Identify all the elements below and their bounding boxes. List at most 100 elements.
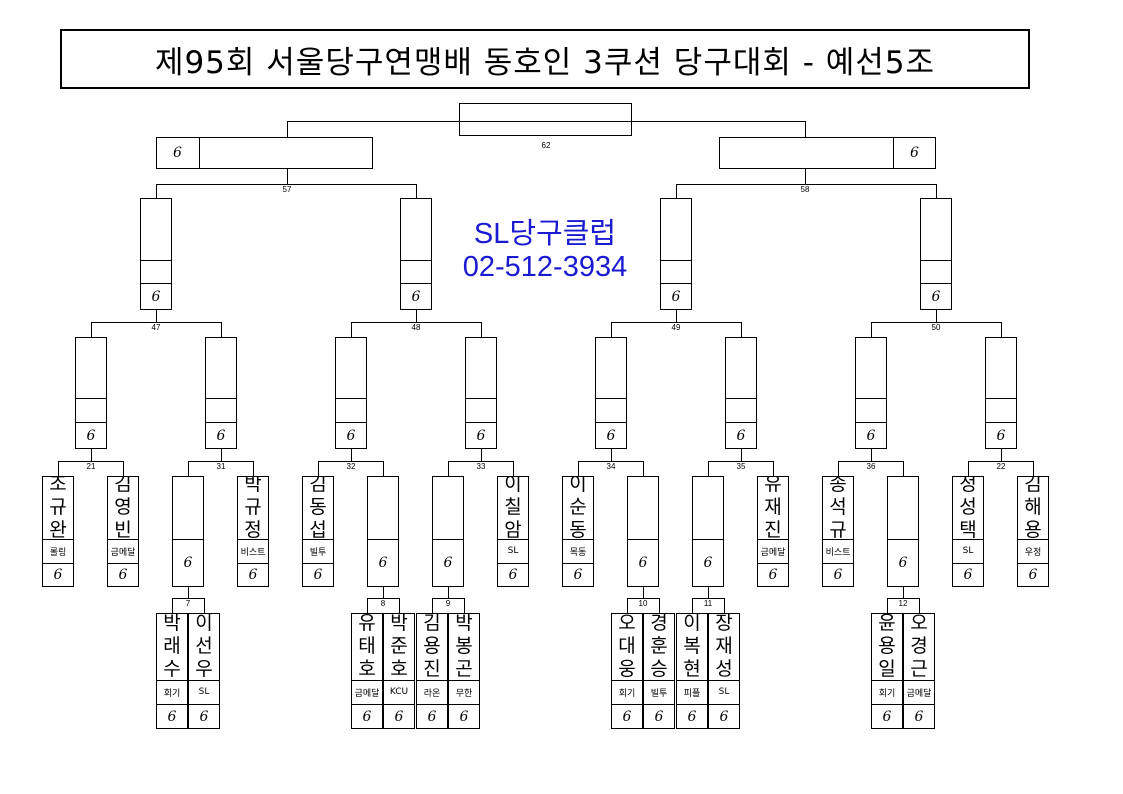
match-10-number: 10	[638, 599, 648, 608]
q1-box	[140, 198, 172, 310]
r32-10-midline	[627, 539, 659, 540]
page-title: 제95회 서울당구연맹배 동호인 3쿠션 당구대회 - 예선5조	[60, 29, 1030, 89]
bracket-47-line	[91, 322, 221, 323]
r32-14-score: 6	[898, 555, 908, 571]
bracket-58-left-drop	[676, 184, 677, 198]
bottom-1-name: 박 래 수	[163, 613, 181, 680]
r32-8-club: SL	[507, 546, 519, 556]
r16-8-div1	[985, 398, 1017, 399]
bottom-11-name: 윤 용 일	[878, 613, 896, 680]
q2-div1	[400, 260, 432, 261]
bracket-48-line	[351, 322, 481, 323]
bottom-8-name: 경 훈 승	[650, 613, 668, 680]
r32-3-midline	[172, 539, 204, 540]
r32-11-score: 6	[703, 555, 713, 571]
bracket-48-left-drop	[351, 322, 352, 337]
stem-m35	[741, 449, 742, 461]
r16-3-box	[335, 337, 367, 449]
r32-2-div2	[107, 563, 139, 564]
match-48-number: 48	[411, 323, 421, 332]
r32-13-div2	[822, 563, 854, 564]
semi-left-div	[199, 137, 200, 169]
bottom-3-score: 6	[362, 708, 372, 725]
bracket-47-right-drop	[221, 322, 222, 337]
stem-m31	[221, 449, 222, 461]
r32-4-club: 비스트	[240, 547, 266, 558]
r16-5-div1	[595, 398, 627, 399]
bottom-5-div2	[416, 704, 448, 705]
match-7-number: 7	[185, 599, 191, 608]
r32-15-box	[952, 476, 984, 587]
r32-16-div1	[1017, 539, 1049, 540]
bottom-9-box	[676, 613, 708, 729]
bracket-m31-line	[188, 461, 253, 462]
bracket-m32-left-drop	[318, 461, 319, 476]
stem-m49	[676, 310, 677, 322]
match-57-number: 57	[282, 185, 292, 194]
bottom-5-box	[416, 613, 448, 729]
bracket-m12-left-drop	[887, 598, 888, 613]
r32-14-midline	[887, 539, 919, 540]
bottom-3-club: 금메달	[354, 688, 380, 699]
r32-15-club: SL	[962, 546, 974, 556]
bracket-m22-line	[968, 461, 1033, 462]
bracket-50-left-drop	[871, 322, 872, 337]
r32-9-box	[562, 476, 594, 587]
r32-11-midline	[692, 539, 724, 540]
r32-10-score: 6	[638, 555, 648, 571]
bottom-1-box	[156, 613, 188, 729]
stem-m36	[871, 449, 872, 461]
r32-1-club: 롤링	[49, 547, 67, 558]
bottom-4-div1	[383, 680, 415, 681]
r32-2-name: 김 영 빈	[114, 476, 132, 539]
r32-12-div1	[757, 539, 789, 540]
r32-16-club: 우정	[1024, 547, 1042, 558]
q2-box	[400, 198, 432, 310]
r32-8-div1	[497, 539, 529, 540]
bracket-m35-right-drop	[773, 461, 774, 476]
bottom-8-club: 빌투	[650, 688, 668, 699]
r16-5-div2	[595, 422, 627, 423]
r32-2-score: 6	[118, 567, 128, 583]
r16-4-score: 6	[476, 427, 486, 444]
bottom-7-club: 회기	[618, 688, 636, 699]
r32-6-score: 6	[378, 555, 388, 571]
bottom-5-div1	[416, 680, 448, 681]
r32-16-box	[1017, 476, 1049, 587]
q3-div2	[660, 283, 692, 284]
bracket-58-right-drop	[936, 184, 937, 198]
bottom-6-name: 박 봉 곤	[455, 613, 473, 680]
stem-m11	[708, 587, 709, 598]
bracket-58-line	[676, 184, 936, 185]
r32-2-box	[107, 476, 139, 587]
bracket-m31-right-drop	[253, 461, 254, 476]
bottom-3-name: 유 태 호	[358, 613, 376, 680]
r32-7-score: 6	[443, 555, 453, 571]
bottom-9-club: 피플	[683, 688, 701, 699]
bottom-8-box	[643, 613, 675, 729]
bottom-2-club: SL	[198, 687, 210, 697]
bracket-m21-left-drop	[58, 461, 59, 476]
r32-7-name	[432, 476, 464, 539]
bottom-2-score: 6	[199, 708, 209, 725]
r16-7-score: 6	[866, 427, 876, 444]
stem-m10	[643, 587, 644, 598]
r16-3-score: 6	[346, 427, 356, 444]
bottom-12-club: 금메달	[906, 688, 932, 699]
bottom-2-box	[188, 613, 220, 729]
r32-12-box	[757, 476, 789, 587]
r16-5-box	[595, 337, 627, 449]
r32-4-div1	[237, 539, 269, 540]
bottom-8-score: 6	[654, 708, 664, 725]
r32-9-name: 이 순 동	[569, 476, 587, 539]
r16-7-div2	[855, 422, 887, 423]
bracket-m11-right-drop	[724, 598, 725, 613]
bracket-m12-line	[887, 598, 919, 599]
stem-m12	[903, 587, 904, 598]
bottom-12-div2	[903, 704, 935, 705]
r32-1-div2	[42, 563, 74, 564]
r16-4-div1	[465, 398, 497, 399]
bottom-7-name: 오 대 웅	[618, 613, 636, 680]
bottom-4-name: 박 준 호	[390, 613, 408, 680]
